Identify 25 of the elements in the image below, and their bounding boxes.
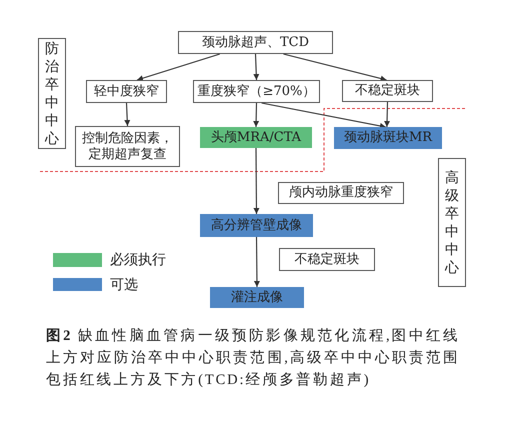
arrow [254, 237, 260, 287]
arrow [384, 102, 390, 128]
process-box: 重度狭窄（≥70%） [193, 80, 320, 103]
arrow [253, 102, 260, 128]
vertical-label-box: 防治卒中中心 [38, 38, 66, 149]
process-box: 颅内动脉重度狭窄 [278, 182, 404, 204]
process-box: 头颅MRA/CTA [200, 127, 312, 148]
process-box: 颈动脉斑块MR [334, 127, 442, 149]
process-box: 不稳定斑块 [279, 248, 375, 271]
vertical-label-box: 高级卒中中心 [438, 158, 466, 287]
figure-caption: 图2 缺血性脑血管病一级预防影像规范化流程,图中红线上方对应防治卒中中心职责范围,高级卒中中心职责范围包括红线上方及下方(TCD:经颅多普勒超声) [46, 326, 460, 390]
process-box: 颈动脉超声、TCD [178, 31, 333, 54]
arrow [124, 102, 130, 126]
legend-label: 可选 [110, 276, 138, 292]
arrow [283, 53, 387, 82]
arrow [261, 102, 386, 129]
process-box: 轻中度狭窄 [86, 80, 167, 103]
arrow [253, 148, 260, 214]
process-box: 高分辨管壁成像 [200, 214, 313, 237]
legend-label: 必须执行 [110, 252, 166, 268]
arrow [136, 53, 220, 82]
process-box: 不稳定斑块 [342, 80, 433, 102]
process-box: 灌注成像 [210, 287, 304, 308]
arrow [253, 54, 260, 80]
process-box: 控制危险因素，定期超声复查 [75, 126, 180, 167]
